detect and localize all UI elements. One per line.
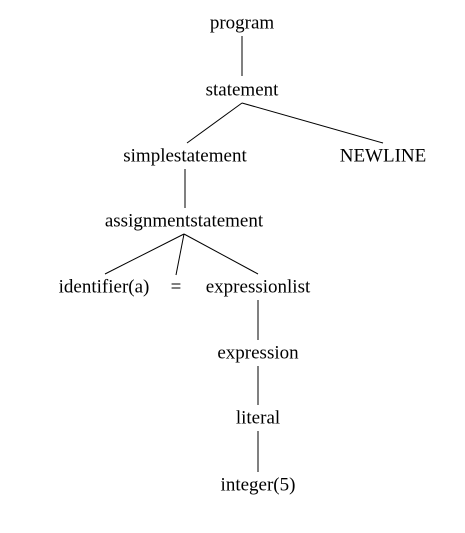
node-program: program [209, 12, 275, 34]
node-identifier: identifier(a) [58, 276, 150, 298]
node-integer: integer(5) [220, 474, 296, 496]
edge-statement-simplestatement [186, 102, 243, 144]
node-simplestatement: simplestatement [123, 145, 247, 167]
edge-assignmentstatement-expressionlist [183, 233, 259, 275]
node-equals: = [170, 276, 182, 298]
node-assignmentstatement: assignmentstatement [104, 210, 264, 232]
edge-assignmentstatement-identifier [104, 233, 185, 275]
node-expressionlist: expressionlist [205, 276, 311, 298]
edge-assignmentstatement-equals [175, 233, 185, 276]
node-newline: NEWLINE [339, 145, 427, 167]
node-literal: literal [235, 407, 281, 429]
node-expression: expression [217, 342, 299, 364]
edge-statement-newline [241, 102, 384, 144]
node-statement: statement [205, 79, 279, 101]
